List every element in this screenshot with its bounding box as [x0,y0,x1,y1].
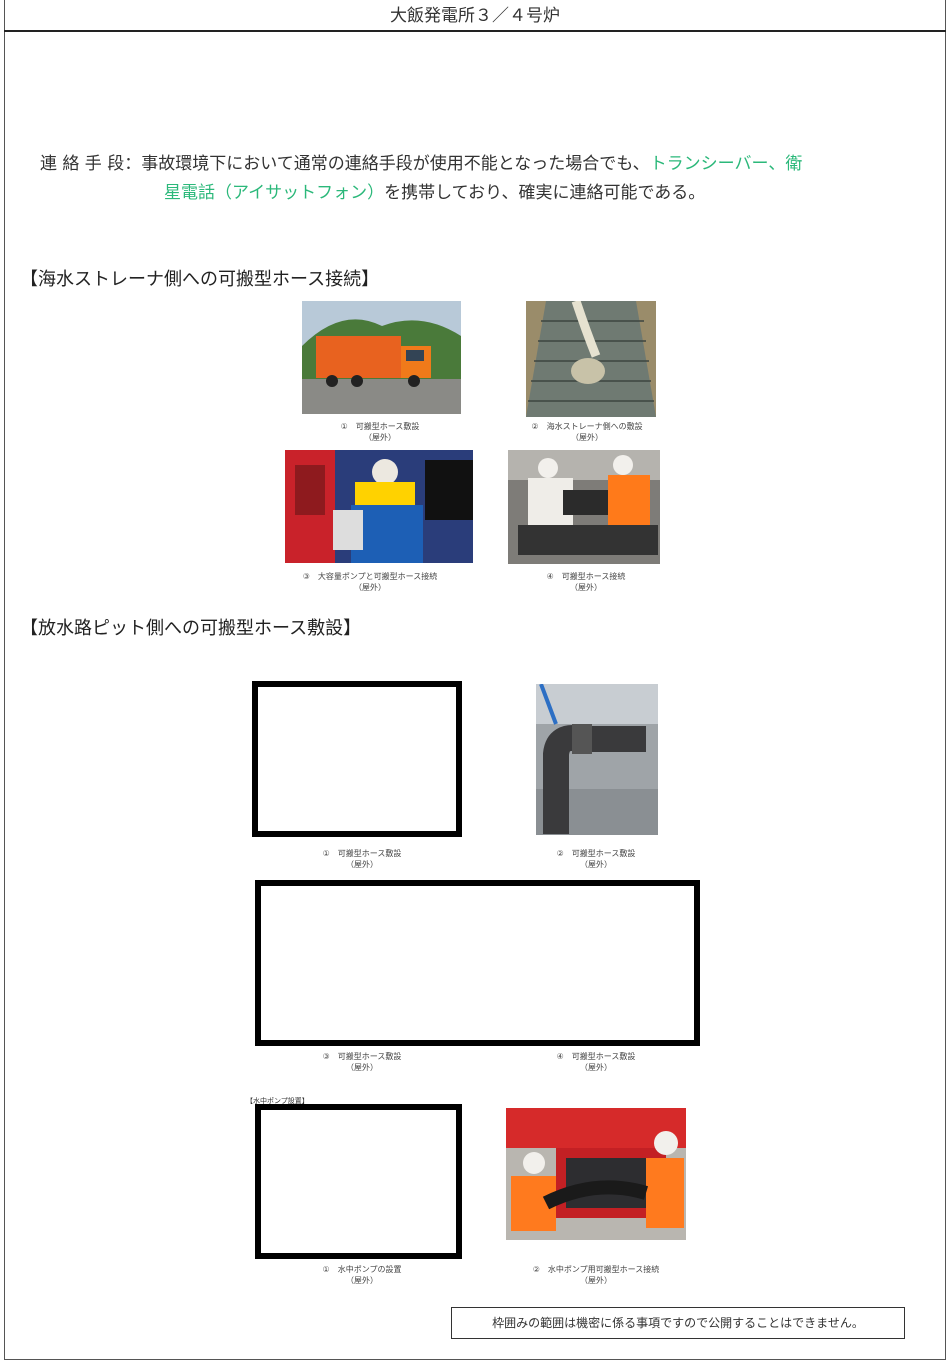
notice-text: 枠囲みの範囲は機密に係る事項ですので公開することはできません。 [492,1316,864,1330]
caption-s1-3: ③ 大容量ポンプと可搬型ホース接続（屋外） [302,572,438,592]
page-header: 大飯発電所３／４号炉 [4,0,946,32]
caption-s2-2: ② 可搬型ホース敷設（屋外） [556,849,636,869]
contact-text-1: 事故環境下において通常の連絡手段が使用不能となった場合でも、 [141,154,650,174]
confidential-notice: 枠囲みの範囲は機密に係る事項ですので公開することはできません。 [451,1307,905,1339]
photo-pump-connection [285,450,473,563]
redacted-box-2 [255,880,700,1046]
photo-hose-truck [302,301,461,414]
photo-hose-pit [536,684,658,835]
caption-s3-1: ① 水中ポンプの設置（屋外） [322,1265,402,1285]
redacted-box-3 [255,1104,462,1259]
photo-strainer-grating [526,301,656,417]
caption-s3-2: ② 水中ポンプ用可搬型ホース接続（屋外） [532,1265,660,1285]
page-frame [4,0,946,1360]
contact-paragraph: 連 絡 手 段：事故環境下において通常の連絡手段が使用不能となった場合でも、トラ… [40,150,935,208]
photo-submersible-pump-hose [506,1108,686,1240]
caption-s2-4: ④ 可搬型ホース敷設（屋外） [556,1052,636,1072]
contact-text-2: を携帯しており、確実に連絡可能である。 [384,183,706,203]
contact-green-1: トランシーバー、衛 [649,154,803,174]
section-title-discharge: 【放水路ピット側への可搬型ホース敷設】 [20,618,362,639]
caption-s1-1: ① 可搬型ホース敷設（屋外） [340,422,420,442]
caption-s2-1: ① 可搬型ホース敷設（屋外） [322,849,402,869]
label-submersible-pump: 【水中ポンプ設置】 [246,1097,309,1105]
caption-s1-2: ② 海水ストレーナ側への敷設（屋外） [531,422,643,442]
header-title: 大飯発電所３／４号炉 [390,6,560,26]
section-title-strainer: 【海水ストレーナ側への可搬型ホース接続】 [20,269,380,290]
contact-label: 連 絡 手 段： [40,154,142,174]
contact-line-2: 星電話（アイサットフォン）を携帯しており、確実に連絡可能である。 [40,179,935,208]
contact-green-2: 星電話（アイサットフォン） [164,183,385,203]
photo-hose-coupling [508,450,660,564]
contact-line-1: 連 絡 手 段：事故環境下において通常の連絡手段が使用不能となった場合でも、トラ… [40,150,935,179]
redacted-box-1 [252,681,462,837]
caption-s2-3: ③ 可搬型ホース敷設（屋外） [322,1052,402,1072]
caption-s1-4: ④ 可搬型ホース接続（屋外） [546,572,626,592]
